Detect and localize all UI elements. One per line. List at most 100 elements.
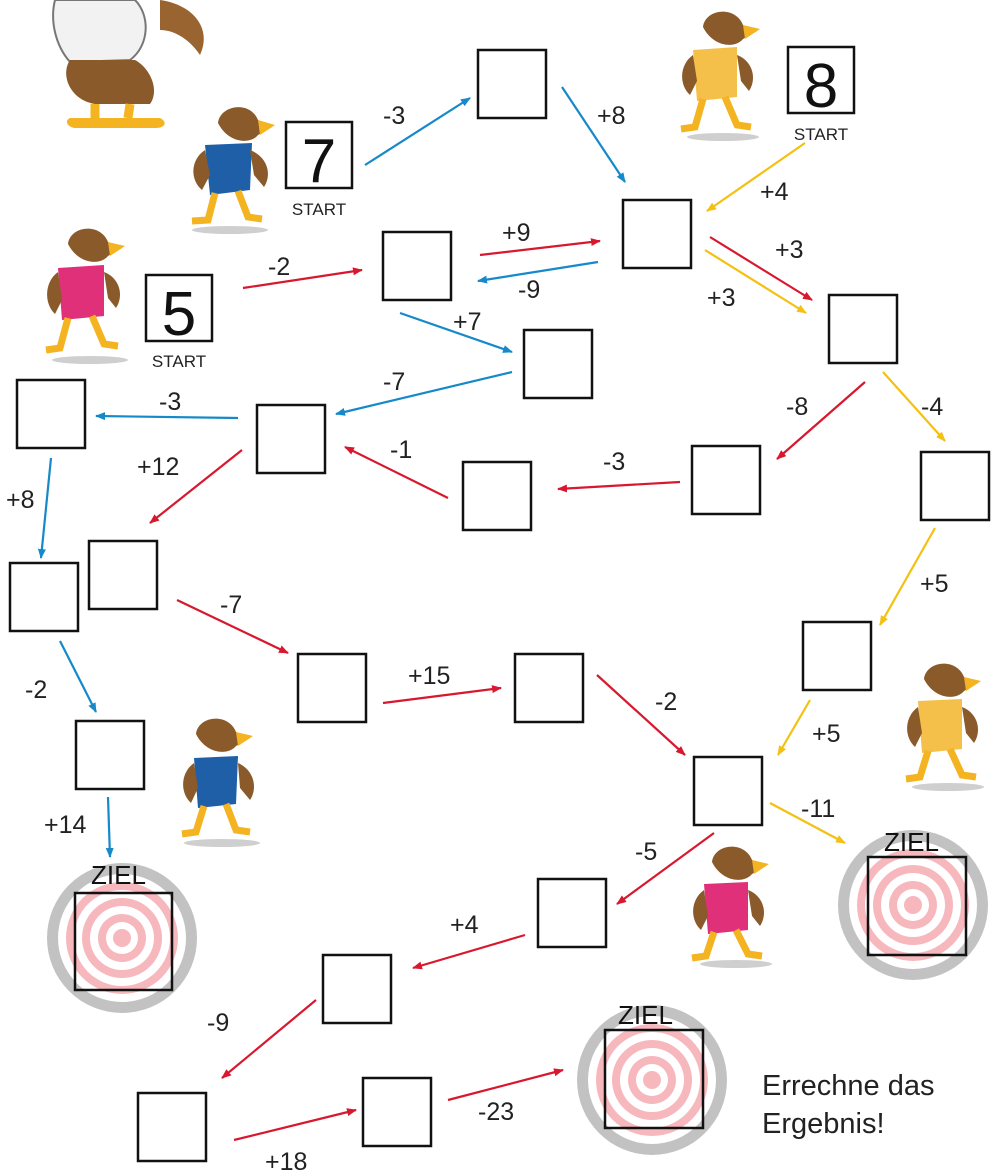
arrow-red xyxy=(447,1068,564,1102)
arrow-red xyxy=(149,449,243,524)
arrow-red xyxy=(479,238,601,257)
start-box xyxy=(144,273,214,343)
operation-label: +9 xyxy=(502,219,531,247)
operation-label: -2 xyxy=(655,688,677,716)
goal-target-left xyxy=(47,863,197,1013)
arrow-yellow xyxy=(706,142,806,212)
arrow-red xyxy=(616,832,715,905)
start-box xyxy=(786,45,856,115)
answer-box[interactable] xyxy=(255,403,327,475)
operation-label: -2 xyxy=(268,253,290,281)
operation-label: -11 xyxy=(801,795,835,823)
operation-label: -4 xyxy=(921,393,943,421)
arrow-blue xyxy=(477,260,599,284)
answer-box[interactable] xyxy=(513,652,585,724)
goal-answer-box[interactable] xyxy=(603,1028,705,1130)
eagle-runner-pink-icon xyxy=(691,846,772,968)
operation-label: +12 xyxy=(137,453,179,481)
answer-box[interactable] xyxy=(87,539,159,611)
operation-label: +8 xyxy=(6,486,35,514)
goal-answer-box[interactable] xyxy=(73,891,174,992)
start-value: 7 xyxy=(302,127,336,196)
eagle-runner-pink-icon xyxy=(45,228,128,364)
operation-label: +15 xyxy=(408,662,450,690)
answer-box[interactable] xyxy=(74,719,146,791)
operation-label: +14 xyxy=(44,811,87,839)
operation-label: -7 xyxy=(220,591,242,619)
answer-box[interactable] xyxy=(15,378,87,450)
operation-label: -2 xyxy=(25,676,47,704)
answer-box[interactable] xyxy=(381,230,453,302)
operation-label: +5 xyxy=(920,570,949,598)
arrow-red xyxy=(233,1108,357,1142)
answer-box[interactable] xyxy=(536,877,608,949)
operation-label: -7 xyxy=(383,368,405,396)
arrow-blue xyxy=(95,412,239,421)
start-label: START xyxy=(152,352,206,371)
operation-label: -1 xyxy=(390,436,412,464)
start-value: 5 xyxy=(162,280,196,349)
arrow-blue xyxy=(59,640,97,713)
goal-answer-box[interactable] xyxy=(866,855,968,957)
answer-box[interactable] xyxy=(692,755,764,827)
arrow-red xyxy=(709,236,813,301)
arrow-red xyxy=(344,446,449,499)
operation-label: +8 xyxy=(597,102,626,130)
answer-box[interactable] xyxy=(801,620,873,692)
answer-box[interactable] xyxy=(8,561,80,633)
eagle-runner-blue-icon xyxy=(181,718,260,847)
operation-label: +5 xyxy=(812,720,841,748)
goal-target-right xyxy=(838,830,988,980)
operation-label: +18 xyxy=(265,1148,307,1176)
operation-label: +4 xyxy=(450,911,479,939)
operation-label: -23 xyxy=(478,1098,514,1126)
arrow-yellow xyxy=(769,802,846,844)
answer-box[interactable] xyxy=(361,1076,433,1148)
arrow-blue xyxy=(105,796,114,858)
arrow-blue xyxy=(561,86,626,183)
goal-target-bottom xyxy=(577,1005,727,1155)
answer-box[interactable] xyxy=(827,293,899,365)
operation-label: +3 xyxy=(775,236,804,264)
arrow-red xyxy=(557,480,681,493)
start-box xyxy=(284,120,354,190)
eagle-mascot-icon xyxy=(52,0,204,128)
arrow-red xyxy=(221,999,317,1079)
instruction-line-1: Errechne das xyxy=(762,1070,935,1102)
operation-label: +3 xyxy=(707,284,736,312)
arrow-blue xyxy=(364,97,471,166)
operation-label: +4 xyxy=(760,178,789,206)
arrow-red xyxy=(382,685,502,705)
operation-label: -9 xyxy=(518,276,540,304)
eagle-runner-blue-icon xyxy=(191,107,275,234)
operation-label: -3 xyxy=(159,388,181,416)
answer-box[interactable] xyxy=(690,444,762,516)
answer-box[interactable] xyxy=(136,1091,208,1163)
answer-box[interactable] xyxy=(522,328,594,400)
goal-label: ZIEL xyxy=(884,827,939,857)
eagle-runner-yellow-icon xyxy=(680,11,760,141)
answer-box[interactable] xyxy=(476,48,548,120)
answer-box[interactable] xyxy=(461,460,533,532)
arrow-red xyxy=(176,599,289,654)
start-label: START xyxy=(292,200,346,219)
instruction-line-2: Ergebnis! xyxy=(762,1108,885,1140)
answer-box[interactable] xyxy=(296,652,368,724)
arrow-blue xyxy=(399,311,513,354)
goal-label: ZIEL xyxy=(91,860,146,890)
arrow-yellow xyxy=(704,249,807,314)
arrow-yellow xyxy=(882,371,946,442)
operation-label: -3 xyxy=(383,102,405,130)
operation-label: -8 xyxy=(786,393,808,421)
answer-box[interactable] xyxy=(919,450,991,522)
goal-label: ZIEL xyxy=(618,1000,673,1030)
answer-box[interactable] xyxy=(321,953,393,1025)
arrow-blue xyxy=(335,370,513,416)
arrow-yellow xyxy=(777,699,811,756)
operation-label: +7 xyxy=(453,308,482,336)
eagle-runner-yellow-icon xyxy=(905,663,984,791)
answer-box[interactable] xyxy=(621,198,693,270)
start-value: 8 xyxy=(804,52,838,121)
operation-label: -5 xyxy=(635,838,657,866)
